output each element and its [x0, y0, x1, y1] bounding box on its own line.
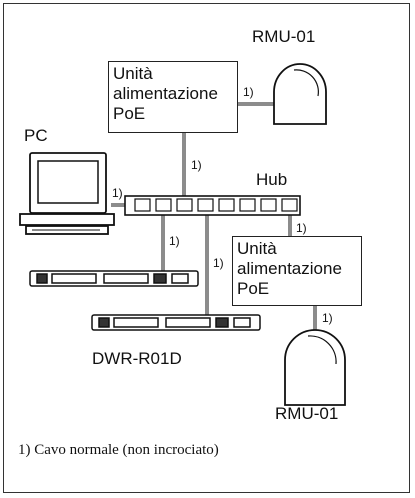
dwr-receiver-1 — [29, 270, 199, 287]
poe-top-line3: PoE — [113, 104, 146, 123]
cable-marker: 1) — [191, 158, 202, 172]
pc-label: PC — [24, 126, 48, 145]
cable-marker: 1) — [169, 234, 180, 248]
poe-bottom-line1: Unità — [237, 239, 277, 258]
cable-marker: 1) — [213, 256, 224, 270]
rmu-top-device — [273, 63, 327, 125]
dwr-receiver-2 — [91, 314, 261, 331]
poe-top-line2: alimentazione — [113, 84, 218, 103]
cable-marker: 1) — [322, 311, 333, 325]
poe-top-line1: Unità — [113, 64, 153, 83]
hub-label: Hub — [256, 170, 288, 189]
hub-device — [124, 195, 301, 216]
poe-unit-bottom: Unità alimentazione PoE — [232, 236, 362, 306]
rmu-bottom-device — [284, 329, 346, 406]
cable-marker: 1) — [243, 85, 254, 99]
cable-marker: 1) — [296, 221, 307, 235]
footnote: 1) Cavo normale (non incrociato) — [18, 442, 219, 458]
pc-device — [19, 152, 115, 235]
dwr-label: DWR-R01D — [92, 349, 182, 368]
poe-bottom-line2: alimentazione — [237, 259, 342, 278]
poe-unit-top: Unità alimentazione PoE — [108, 61, 238, 133]
rmu-top-label: RMU-01 — [252, 27, 316, 46]
cables — [111, 102, 317, 333]
poe-bottom-line3: PoE — [237, 279, 270, 298]
rmu-bottom-label: RMU-01 — [275, 404, 339, 423]
cable-marker: 1) — [112, 186, 123, 200]
